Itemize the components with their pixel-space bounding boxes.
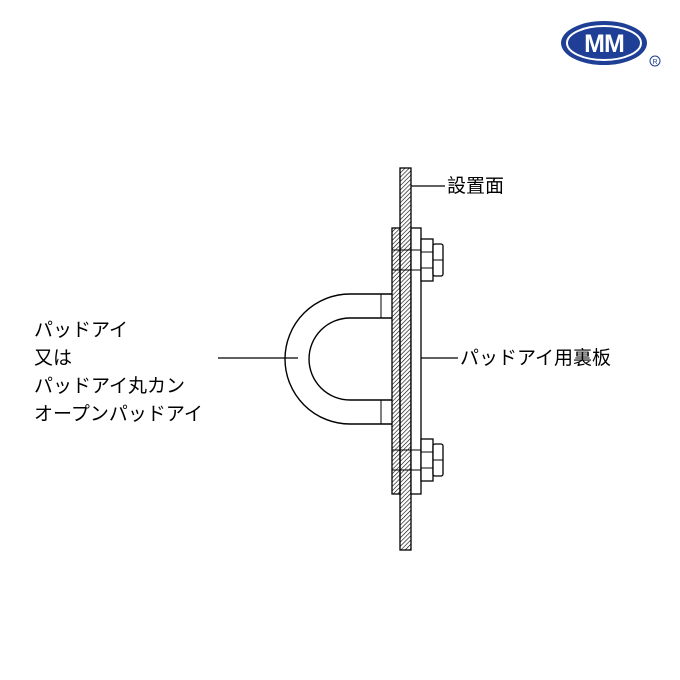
label-pad-eye: パッドアイ 又は パッドアイ丸カン オープンパッドアイ bbox=[34, 316, 203, 428]
label-installation-surface: 設置面 bbox=[447, 175, 505, 197]
logo-inner-ring bbox=[566, 25, 642, 61]
upper-nut bbox=[420, 238, 444, 282]
logo-oval bbox=[561, 21, 647, 65]
brand-logo: MM R bbox=[561, 21, 661, 67]
lower-nut bbox=[420, 438, 444, 482]
label-backing-plate: パッドアイ用裏板 bbox=[460, 347, 612, 369]
logo-text: MM bbox=[584, 30, 624, 58]
bolt-shafts bbox=[392, 249, 421, 471]
label-pad-eye-line-2: 又は bbox=[34, 347, 73, 369]
label-pad-eye-line-1: パッドアイ bbox=[34, 319, 129, 341]
label-pad-eye-line-4: オープンパッドアイ bbox=[34, 403, 203, 425]
pad-eye-base-plate bbox=[391, 227, 401, 495]
pad-eye-ring bbox=[284, 293, 392, 425]
installation-surface bbox=[399, 167, 412, 551]
backing-plate bbox=[410, 227, 422, 495]
registered-mark-icon bbox=[649, 55, 661, 67]
registered-mark-text: R bbox=[652, 59, 657, 66]
label-pad-eye-line-3: パッドアイ丸カン bbox=[34, 375, 186, 397]
